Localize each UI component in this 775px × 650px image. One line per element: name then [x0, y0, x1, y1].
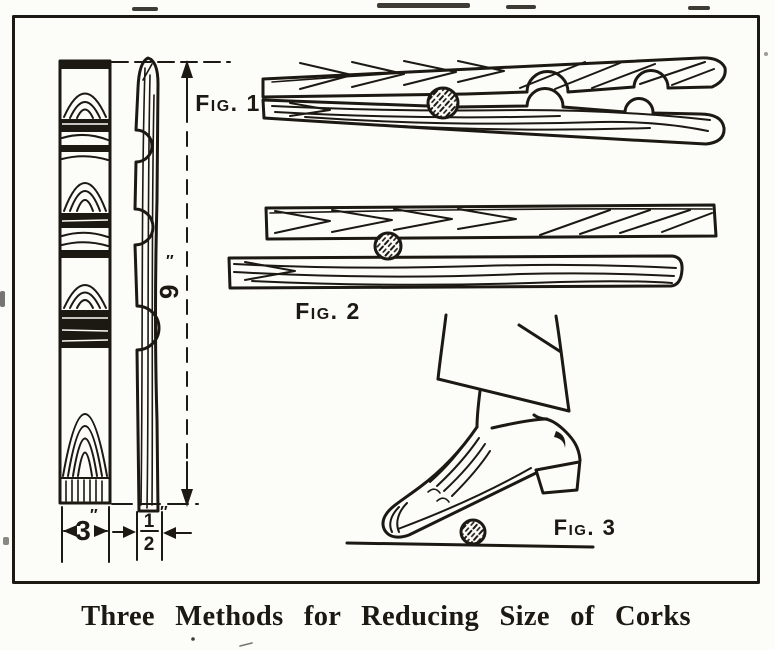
- fig3-label: Fig. 3: [554, 515, 617, 540]
- fig1-cork-press: Fig. 1: [195, 56, 727, 146]
- fig2-upper-board: [264, 203, 718, 241]
- dimension-width-label: 3: [75, 515, 91, 546]
- caption: Three Methods for Reducing Size of Corks: [81, 601, 691, 632]
- fig1-cork: [426, 86, 460, 120]
- fig2-lower-grain: [233, 261, 677, 286]
- dimension-width: 3 ″: [61, 506, 110, 563]
- arrow-left-icon: [163, 527, 176, 539]
- fig3-foot-rolling: Fig. 3: [345, 313, 617, 549]
- arrow-right-icon: [123, 526, 136, 538]
- board-face-view: [58, 59, 112, 505]
- dimension-length-label: 9: [154, 285, 184, 299]
- fig1-upper-grain: [271, 60, 715, 90]
- edge-grain: [140, 63, 155, 509]
- dimension-length-unit: ″: [166, 253, 174, 270]
- dimension-width-unit: ″: [90, 507, 98, 524]
- dimension-thickness: 1 2 ″: [112, 504, 192, 561]
- shoe: [381, 417, 582, 539]
- fig3-cork: [459, 518, 487, 546]
- crescent-mark: [554, 431, 566, 448]
- arrow-up-icon: [181, 60, 193, 78]
- dimension-thickness-unit: ″: [160, 504, 168, 521]
- fig2-board-roller: Fig. 2: [227, 203, 718, 324]
- heel: [534, 458, 582, 495]
- fig2-upper-grain: [269, 208, 713, 236]
- arrow-left-icon: [63, 525, 77, 537]
- fig2-cork: [373, 231, 403, 261]
- dimension-thickness-numerator: 1: [144, 511, 155, 532]
- dimension-length: 9 ″: [111, 60, 231, 507]
- arrow-down-icon: [181, 489, 193, 507]
- board-edge-view: [133, 56, 161, 513]
- face-grain: [61, 92, 109, 502]
- trouser-leg: [436, 313, 571, 413]
- arrow-right-icon: [94, 525, 108, 537]
- scan-marks: [0, 3, 768, 647]
- border-frame: [12, 15, 760, 584]
- ground-line: [345, 541, 595, 549]
- fig1-lower-grain: [271, 102, 711, 132]
- fig2-label: Fig. 2: [295, 298, 361, 324]
- dimension-thickness-denominator: 2: [144, 534, 155, 555]
- fig1-label: Fig. 1: [195, 90, 261, 116]
